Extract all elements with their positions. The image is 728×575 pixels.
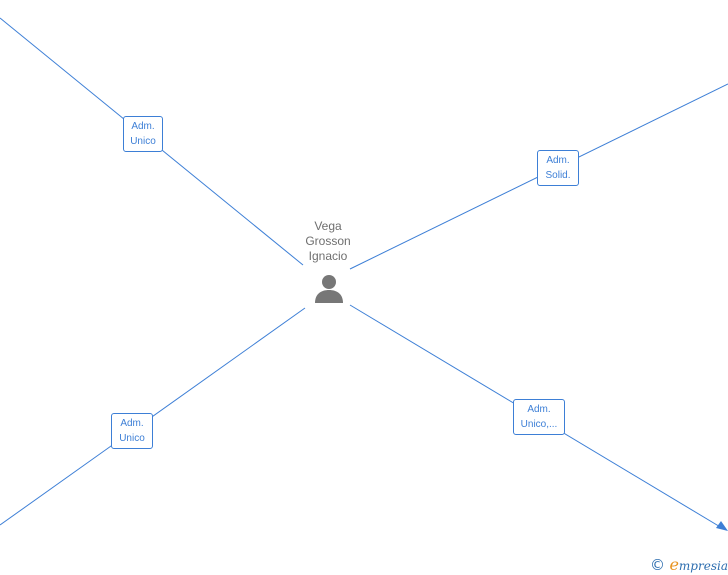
relation-label-line: Adm. — [546, 155, 570, 166]
brand-name: mpresia — [678, 559, 728, 573]
person-name-line-1: Vega — [314, 219, 342, 233]
person-name[interactable]: Vega Grosson Ignacio — [292, 219, 364, 264]
relation-label-line: Unico — [130, 136, 156, 147]
person-name-line-2: Grosson — [305, 234, 351, 248]
relation-label-line: Adm. — [527, 404, 551, 415]
brand-initial: e — [669, 555, 679, 574]
relation-label-line: Adm. — [131, 121, 155, 132]
brand-logo[interactable]: © empresia — [650, 555, 728, 574]
relation-label-line: Unico,... — [520, 419, 558, 430]
relation-label-bottom-right[interactable]: Adm. Unico,... — [513, 399, 565, 435]
copyright-icon: © — [650, 556, 665, 574]
relation-label-line: Adm. — [120, 418, 144, 429]
person-name-line-3: Ignacio — [308, 249, 348, 263]
person-icon[interactable] — [313, 272, 345, 304]
relation-label-bottom-left[interactable]: Adm. Unico — [111, 413, 153, 449]
relation-label-line: Unico — [119, 433, 145, 444]
relation-label-top-right[interactable]: Adm. Solid. — [537, 150, 579, 186]
relation-label-top-left[interactable]: Adm. Unico — [123, 116, 163, 152]
relation-label-line: Solid. — [545, 170, 571, 181]
arrowhead-icon — [716, 521, 728, 531]
